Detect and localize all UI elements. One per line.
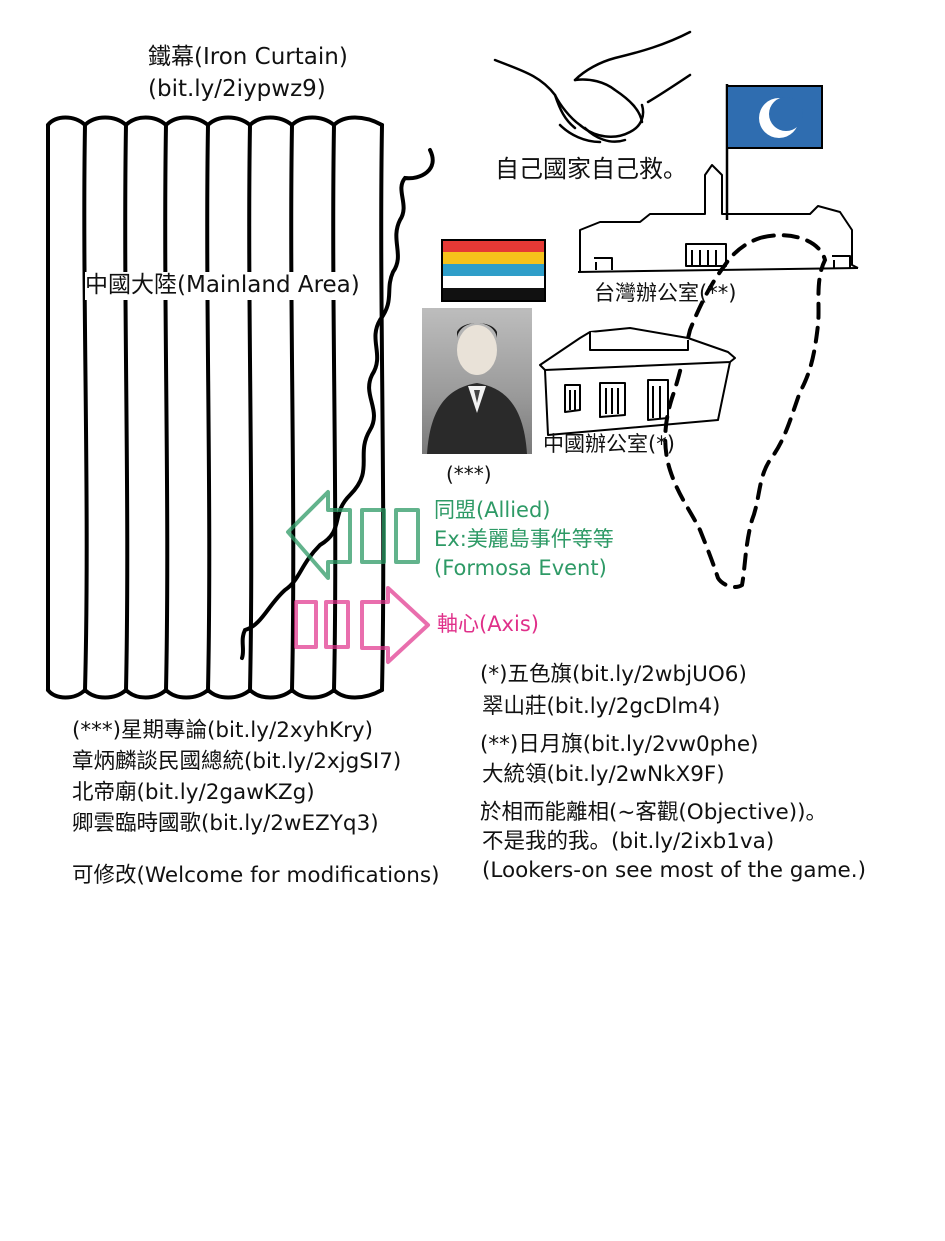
iron-curtain-title: 鐵幕(Iron Curtain) — [148, 44, 348, 70]
note-left-4[interactable]: 卿雲臨時國歌(bit.ly/2wEZYq3) — [72, 811, 379, 836]
note-left-1[interactable]: (***)星期專論(bit.ly/2xyhKry) — [72, 718, 374, 743]
portrait-figure — [427, 323, 527, 454]
note-right-sun-moon[interactable]: (**)日月旗(bit.ly/2vw0phe) — [480, 732, 759, 757]
border-line — [240, 148, 435, 660]
portrait-caption: (***) — [446, 462, 492, 486]
taiwan-outline — [663, 233, 828, 589]
note-right-objective: 於相而能離相(~客觀(Objective))。 — [480, 800, 828, 825]
sun-moon-flag — [725, 84, 823, 220]
taiwan-office-label: 台灣辦公室(**) — [594, 281, 737, 305]
allied-example: Ex:美麗島事件等等 — [434, 527, 614, 551]
iron-curtain-link[interactable]: (bit.ly/2iypwz9) — [148, 76, 326, 102]
note-left-2[interactable]: 章炳麟談民國總統(bit.ly/2xjgSI7) — [72, 749, 402, 774]
handshake-icon — [493, 30, 692, 144]
note-left-3[interactable]: 北帝廟(bit.ly/2gawKZg) — [72, 780, 315, 805]
mainland-label: 中國大陸(Mainland Area) — [85, 272, 360, 300]
china-office-building — [539, 327, 736, 436]
china-office-label: 中國辦公室(*) — [543, 432, 675, 456]
five-color-flag — [441, 239, 546, 302]
axis-arrow — [294, 586, 430, 664]
allied-event: (Formosa Event) — [434, 556, 607, 580]
slogan-text: 自己國家自己救。 — [495, 155, 687, 183]
note-right-lookers-on: (Lookers-on see most of the game.) — [482, 858, 866, 883]
note-right-cuishan[interactable]: 翠山莊(bit.ly/2gcDlm4) — [482, 694, 721, 719]
note-right-five-color[interactable]: (*)五色旗(bit.ly/2wbjUO6) — [480, 662, 747, 687]
axis-label: 軸心(Axis) — [437, 612, 539, 636]
allied-label: 同盟(Allied) — [434, 498, 551, 522]
note-right-not-me[interactable]: 不是我的我。(bit.ly/2ixb1va) — [482, 829, 775, 854]
iron-curtain — [46, 115, 386, 700]
portrait-photo — [422, 308, 532, 454]
note-right-president[interactable]: 大統領(bit.ly/2wNkX9F) — [482, 762, 725, 787]
allied-arrow — [286, 490, 420, 580]
modifications-note: 可修改(Welcome for modifications) — [72, 863, 440, 888]
